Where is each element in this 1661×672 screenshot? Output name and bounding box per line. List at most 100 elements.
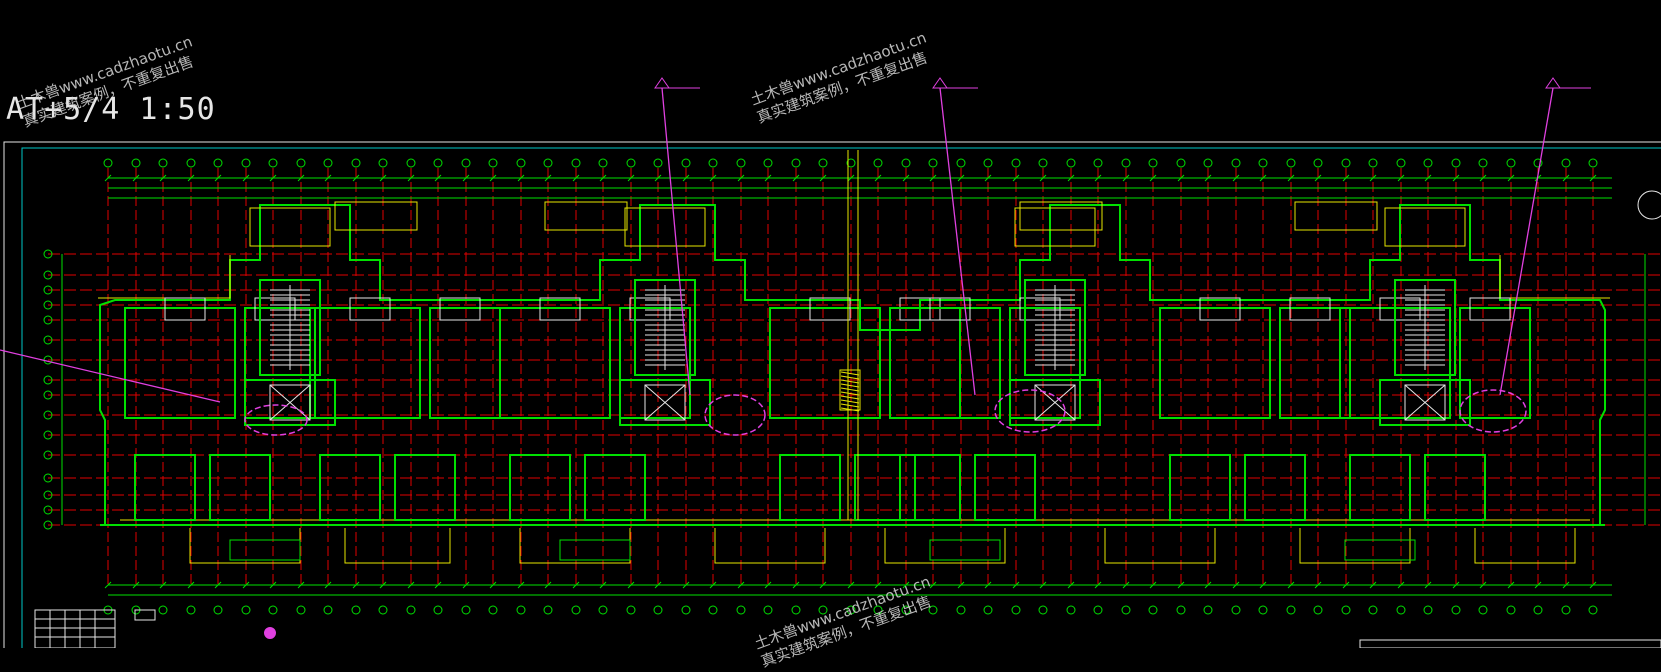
window-box	[929, 297, 971, 321]
balcony-rail	[1344, 539, 1416, 561]
dimension-tick	[1122, 581, 1130, 589]
window-box	[349, 297, 391, 321]
window-box	[164, 297, 206, 321]
elevator-cross	[1034, 384, 1076, 421]
balcony	[1104, 528, 1216, 564]
dimension-tick	[159, 174, 167, 182]
dimension-tick	[297, 174, 305, 182]
dimension-tick	[984, 581, 992, 589]
axis-bubble	[1258, 158, 1268, 168]
axis-bubble	[1423, 605, 1433, 615]
axis-bubble	[43, 490, 53, 500]
axis-bubble	[488, 605, 498, 615]
dimension-tick	[1342, 581, 1350, 589]
room-wall	[889, 307, 1001, 419]
floor-plan-drawing	[0, 77, 1661, 648]
axis-bubble	[928, 605, 938, 615]
axis-bubble	[1093, 605, 1103, 615]
axis-bubble	[43, 335, 53, 345]
balcony-rail	[229, 539, 301, 561]
dimension-tick	[682, 581, 690, 589]
axis-bubble	[1423, 158, 1433, 168]
axis-bubble	[351, 158, 361, 168]
hatch-line	[840, 407, 860, 412]
axis-bubble	[296, 158, 306, 168]
room-wall	[769, 307, 881, 419]
dimension-tick	[434, 174, 442, 182]
dimension-tick	[434, 581, 442, 589]
dimension-tick	[242, 174, 250, 182]
leader-line	[939, 87, 976, 396]
room-wall	[974, 454, 1036, 521]
axis-bubble	[296, 605, 306, 615]
axis-bubble	[1533, 605, 1543, 615]
axis-bubble	[708, 158, 718, 168]
hatch-line	[840, 383, 860, 388]
axis-bubble	[461, 158, 471, 168]
dimension-tick	[214, 581, 222, 589]
dimension-tick	[819, 174, 827, 182]
axis-bubble	[43, 430, 53, 440]
room-wall	[124, 307, 236, 419]
hatch-line	[840, 379, 860, 384]
dimension-tick	[187, 581, 195, 589]
dimension-tick	[1287, 581, 1295, 589]
axis-bubble	[1148, 158, 1158, 168]
dimension-tick	[1342, 174, 1350, 182]
hatch-line	[840, 395, 860, 400]
hatch-line	[840, 399, 860, 404]
axis-bubble	[1478, 605, 1488, 615]
axis-bubble	[213, 158, 223, 168]
building-outline	[99, 204, 1606, 525]
dimension-tick	[874, 581, 882, 589]
dimension-tick	[902, 581, 910, 589]
elevation-marker-icon	[932, 77, 948, 89]
axis-bubble	[736, 605, 746, 615]
axis-bubble	[1478, 158, 1488, 168]
balcony	[1474, 528, 1576, 564]
drawing-border	[3, 141, 1661, 648]
dimension-tick	[1067, 581, 1075, 589]
axis-bubble	[708, 605, 718, 615]
elevator-shaft	[644, 384, 686, 421]
room-wall	[509, 454, 571, 521]
dimension-tick	[214, 174, 222, 182]
room-wall	[619, 307, 691, 419]
axis-bubble	[818, 605, 828, 615]
axis-bubble	[516, 605, 526, 615]
axis-bubble	[901, 158, 911, 168]
axis-bubble	[736, 158, 746, 168]
hatch-line	[840, 391, 860, 396]
room-wall	[899, 454, 961, 521]
room-wall	[779, 454, 841, 521]
axis-bubble	[43, 505, 53, 515]
axis-bubble	[1396, 158, 1406, 168]
axis-bubble	[158, 158, 168, 168]
axis-bubble	[488, 158, 498, 168]
room-wall	[429, 307, 501, 419]
axis-bubble	[1093, 158, 1103, 168]
dimension-tick	[489, 174, 497, 182]
dimension-tick	[517, 174, 525, 182]
axis-bubble	[43, 473, 53, 483]
roof-projection	[1384, 207, 1466, 247]
dimension-tick	[324, 174, 332, 182]
axis-bubble	[598, 158, 608, 168]
axis-bubble	[626, 158, 636, 168]
axis-bubble	[543, 605, 553, 615]
dimension-tick	[1259, 174, 1267, 182]
dimension-tick	[1204, 581, 1212, 589]
axis-bubble	[653, 605, 663, 615]
axis-bubble	[1506, 605, 1516, 615]
stair-core	[634, 279, 696, 376]
dimension-tick	[1452, 581, 1460, 589]
axis-bubble	[791, 158, 801, 168]
dimension-tick	[1479, 581, 1487, 589]
dimension-tick	[1122, 174, 1130, 182]
axis-bubble	[983, 158, 993, 168]
dimension-tick	[1397, 581, 1405, 589]
axis-bubble	[681, 158, 691, 168]
dimension-tick	[1314, 581, 1322, 589]
axis-bubble	[1286, 158, 1296, 168]
